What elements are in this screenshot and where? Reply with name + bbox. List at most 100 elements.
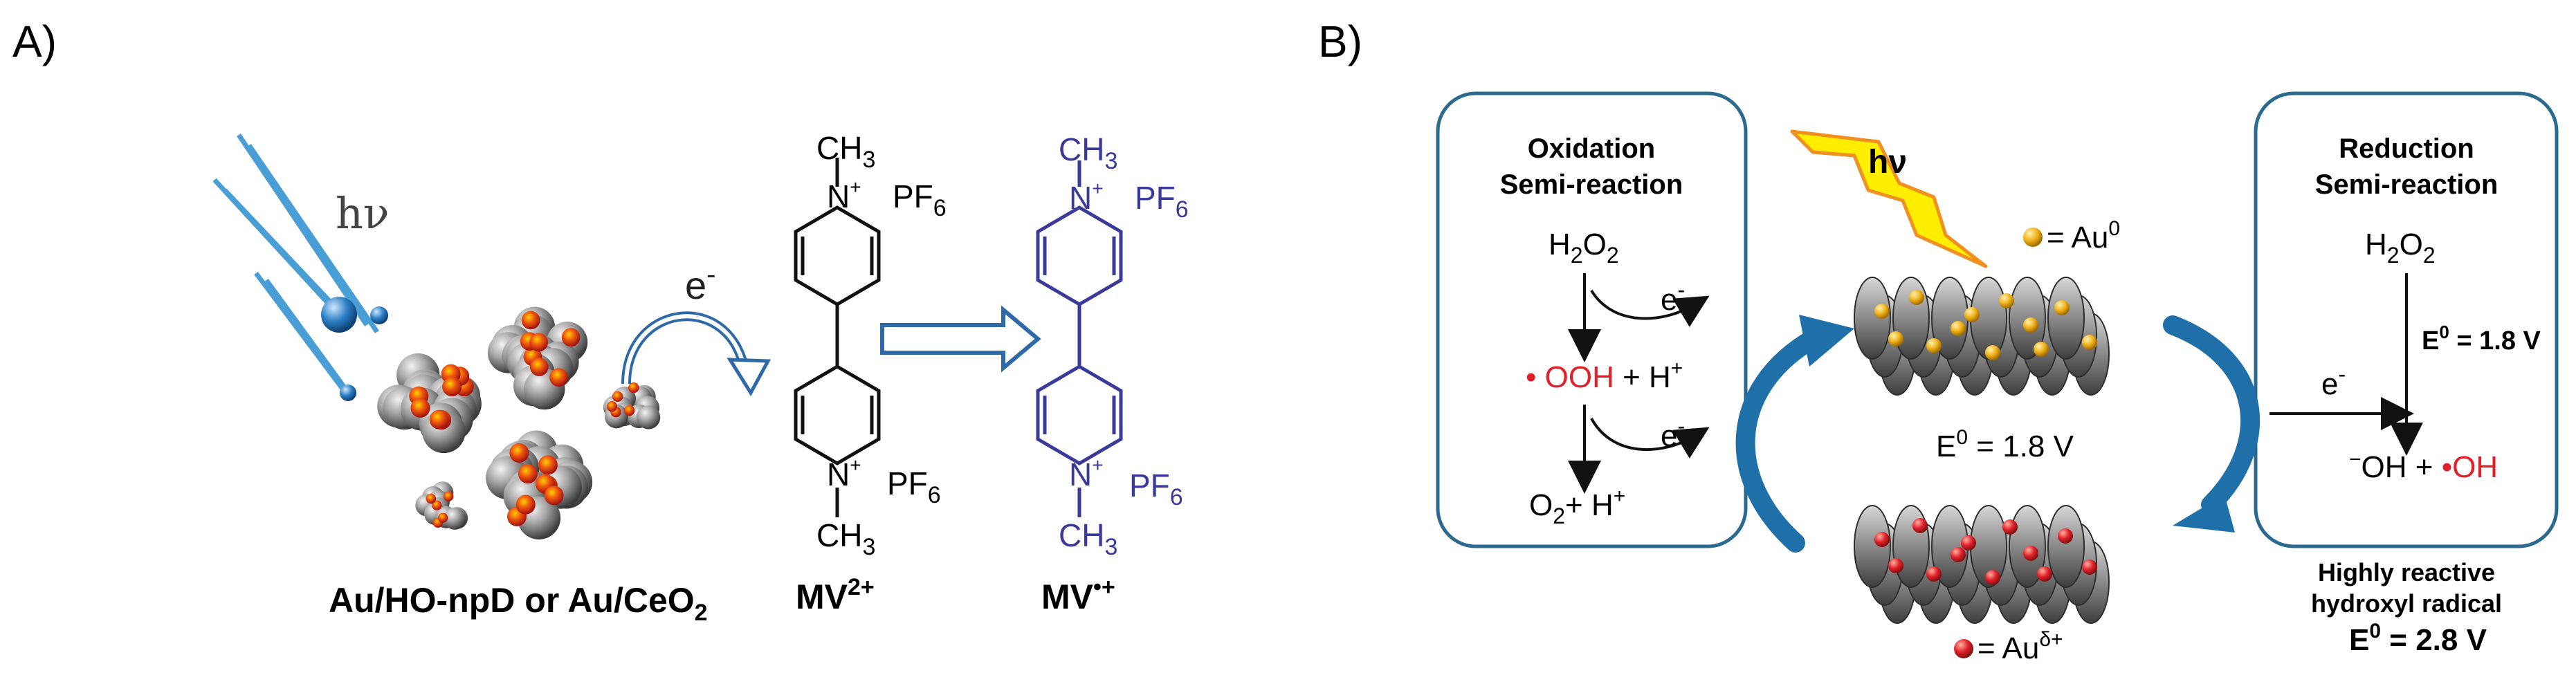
surface-particle: [2082, 335, 2097, 350]
panel-a-label: A): [12, 17, 57, 66]
au-particle: [515, 494, 536, 515]
au-particle: [521, 311, 540, 330]
oxidation-title-1: Oxidation: [1528, 133, 1655, 164]
note-2: hydroxyl radical: [2311, 589, 2502, 618]
surface-particle: [2023, 546, 2038, 561]
surface-particle: [2082, 560, 2097, 575]
mvr-pf6-top: PF6: [1135, 180, 1189, 223]
mvr-caption: MV•+: [1041, 574, 1115, 616]
au-particle: [444, 491, 454, 501]
au-particle: [509, 443, 529, 463]
cycle-arrow-left: [1735, 315, 1854, 553]
audelta-legend: = Auδ+: [1977, 628, 2063, 665]
au-particle: [628, 382, 639, 394]
surface-particle: [1926, 338, 1942, 353]
cluster-ball: [637, 405, 661, 429]
surface-particle: [1874, 304, 1890, 319]
nanoparticle-cluster: [415, 481, 468, 530]
support-cylinder: [2009, 505, 2046, 588]
surface-particle: [2054, 300, 2070, 315]
au-particle: [437, 512, 448, 523]
support-cylinder: [1854, 277, 1891, 360]
ox-e1: e-: [1661, 277, 1685, 317]
red-products: −OH + •OH: [2349, 448, 2498, 484]
ox-curve-arrow-1: [1590, 289, 1710, 327]
support-cylinder: [2047, 277, 2085, 360]
mv2-n-bot: N+: [827, 454, 861, 492]
mv2-pf6-bot: PF6: [887, 465, 941, 508]
nanoparticle-cluster: [603, 382, 661, 429]
support-cylinder: [2009, 277, 2046, 360]
support-cylinder: [1892, 505, 1930, 588]
audelta-legend-dot: [1954, 639, 1973, 658]
mv2-caption: MV2+: [796, 574, 875, 616]
surface-particle: [1964, 307, 1980, 322]
ox-h2o2: H2O2: [1549, 228, 1619, 268]
au-particle: [549, 368, 568, 387]
mvr-ch3-top: CH3: [1059, 131, 1117, 174]
mvr-n-bot: N+: [1069, 454, 1104, 492]
mvr-pf6-bot: PF6: [1129, 468, 1183, 510]
mv2-n-top: N+: [827, 176, 861, 214]
hv-label-a: hν: [336, 188, 390, 239]
au-particle: [623, 405, 635, 416]
au-particle: [606, 401, 618, 412]
mv-radical-molecule: [1036, 160, 1123, 517]
au-particle: [529, 333, 549, 352]
note-1: Highly reactive: [2318, 558, 2495, 586]
surface-particle: [1888, 558, 1903, 573]
photon-sphere-small: [370, 306, 388, 324]
nanoparticle-cluster: [487, 306, 588, 410]
note-3: E0 = 2.8 V: [2349, 620, 2487, 657]
au-particle: [544, 486, 564, 506]
surface-particle: [1951, 547, 1966, 562]
ox-e2: e-: [1661, 414, 1685, 453]
surface-particle: [2023, 317, 2038, 333]
au-particle: [426, 493, 437, 504]
surface-particle: [2034, 342, 2049, 357]
reduction-title-1: Reduction: [2339, 133, 2474, 164]
ox-ooh-line: • OOH + H+: [1526, 357, 1683, 394]
center-potential: E0 = 1.8 V: [1936, 426, 2074, 463]
surface-particle: [1926, 566, 1942, 582]
surface-particle: [1888, 331, 1903, 346]
reduction-arrow-a: [880, 305, 1041, 373]
nanoparticle-cluster: [377, 353, 482, 454]
nanoparticle-cluster: [486, 430, 593, 540]
cycle-arrow-right: [2163, 315, 2260, 533]
mv2-molecule: [794, 158, 881, 517]
ox-curve-arrow-2: [1590, 418, 1710, 459]
mv2-pf6-top: PF6: [893, 178, 947, 221]
support-cylinder: [2047, 505, 2085, 588]
mvr-n-top: N+: [1069, 178, 1104, 216]
red-e: e-: [2321, 362, 2346, 401]
au0-legend: = Au0: [2047, 217, 2120, 255]
surface-particle: [1999, 293, 2014, 308]
support-cylinder: [1892, 277, 1930, 360]
surface-particle: [1874, 532, 1890, 547]
surface-particle: [1909, 290, 1924, 305]
au-particle: [538, 455, 558, 475]
au0-support-stack: [1854, 277, 2110, 396]
oxidation-box: [1436, 91, 1748, 548]
cluster-ball: [444, 507, 466, 530]
au-particle: [529, 358, 549, 376]
catalyst-caption: Au/HO-npD or Au/CeO2: [329, 581, 708, 626]
au-particle: [612, 391, 623, 403]
surface-particle: [2058, 528, 2073, 544]
electron-label-a: e-: [685, 259, 715, 307]
au-particle: [442, 377, 462, 397]
ox-o2-line: O2+ H+: [1529, 485, 1625, 528]
oxidation-title-2: Semi-reaction: [1500, 169, 1683, 200]
surface-particle: [2002, 519, 2018, 535]
au-particle: [432, 500, 442, 510]
surface-particle: [2037, 566, 2052, 582]
hv-label-b: hν: [1868, 144, 1907, 181]
photon-sphere-tiny: [340, 385, 356, 401]
surface-particle: [1912, 518, 1928, 533]
au-particle: [410, 398, 430, 418]
support-cylinder: [1854, 505, 1891, 588]
au-particle: [429, 409, 449, 429]
surface-particle: [1985, 570, 2000, 585]
